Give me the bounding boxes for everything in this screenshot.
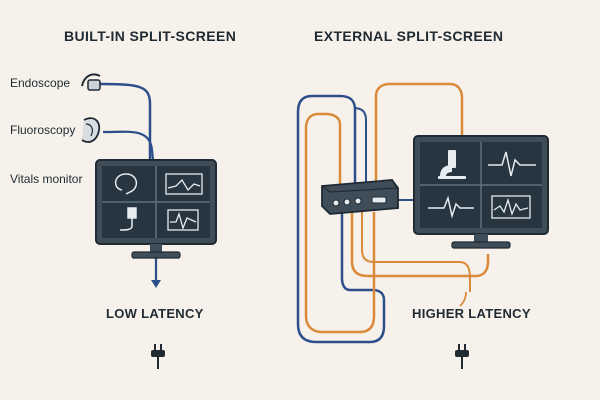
endoscope-cable [99, 82, 152, 160]
orange-cable-left [304, 112, 376, 334]
right-monitor [413, 135, 549, 249]
orange-cable-top [374, 82, 464, 188]
blue-cable-outer [296, 94, 386, 344]
left-monitor [95, 159, 217, 259]
fluoroscopy-icon [81, 117, 101, 143]
source-label-fluoroscopy: Fluoroscopy [10, 123, 76, 137]
left-title: BUILT-IN SPLIT-SCREEN [64, 28, 237, 44]
signal-waveform-icon [491, 195, 531, 219]
blue-cable-inner [353, 107, 367, 188]
pulse-waveform-icon [428, 195, 474, 219]
endoscope-loop-icon [114, 173, 138, 195]
right-power-plug-icon [455, 344, 469, 369]
output-arrow [151, 280, 161, 288]
orange-cable-bottom [350, 212, 490, 278]
endoscope-probe-icon [119, 207, 137, 231]
source-label-endoscope: Endoscope [10, 76, 71, 90]
right-latency-label: HIGHER LATENCY [412, 306, 531, 321]
fluoroscopy-cable [102, 130, 155, 161]
right-title: EXTERNAL SPLIT-SCREEN [314, 28, 504, 44]
vitals-waveform-icon [167, 209, 199, 231]
orange-cable-return [361, 212, 471, 292]
microscope-icon [438, 150, 466, 179]
waveform-icon [165, 173, 203, 195]
source-label-vitals-monitor: Vitals monitor [10, 172, 83, 186]
left-power-plug-icon [151, 344, 165, 369]
ecg-waveform-icon [488, 151, 536, 177]
orange-to-plug [459, 291, 467, 307]
video-processor-box-icon [321, 179, 399, 215]
left-latency-label: LOW LATENCY [106, 306, 204, 321]
endoscope-icon [81, 73, 101, 91]
